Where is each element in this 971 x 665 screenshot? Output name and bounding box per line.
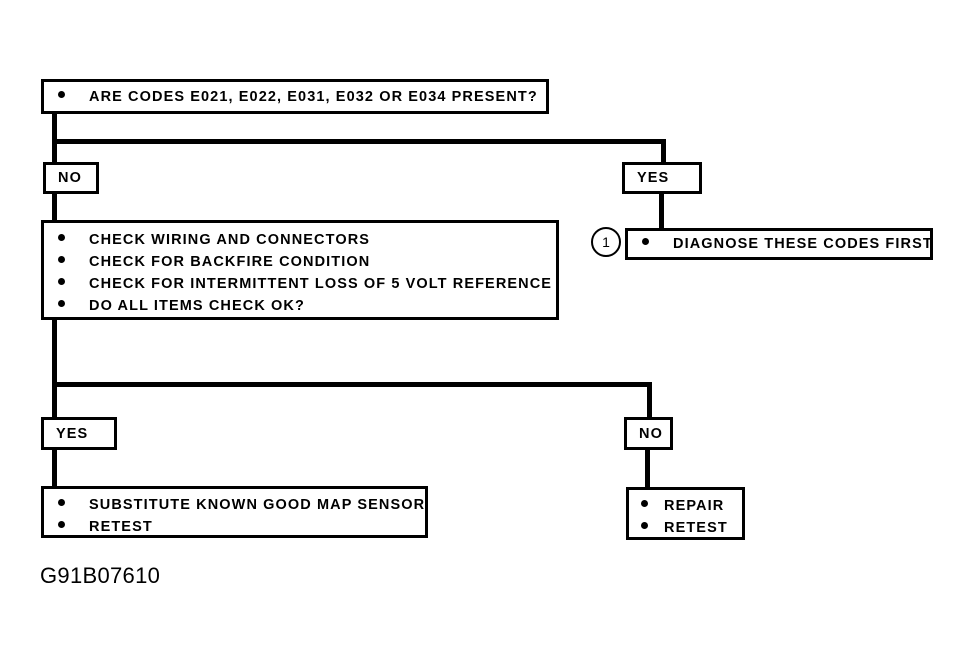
check-item-text: CHECK WIRING AND CONNECTORS (89, 232, 371, 248)
branch-label-no-question: NO (43, 162, 99, 194)
repair-text: REPAIR (664, 498, 725, 514)
diagnose-first-text: DIAGNOSE THESE CODES FIRST (673, 236, 933, 252)
bullet-dot-icon (58, 521, 65, 528)
bullet-item: DO ALL ITEMS CHECK OK? (58, 296, 556, 318)
reference-marker-text: 1 (602, 234, 610, 250)
repair-box: REPAIR RETEST (626, 487, 745, 540)
bullet-item: DIAGNOSE THESE CODES FIRST (642, 234, 933, 256)
bullet-item: CHECK FOR INTERMITTENT LOSS OF 5 VOLT RE… (58, 274, 556, 296)
bullet-dot-icon (58, 234, 65, 241)
bullet-dot-icon (58, 278, 65, 285)
connector-no-to-repair (645, 448, 650, 490)
bullet-item: CHECK WIRING AND CONNECTORS (58, 230, 556, 252)
branch-label-text: YES (56, 425, 89, 442)
bullet-item: CHECK FOR BACKFIRE CONDITION (58, 252, 556, 274)
branch-label-yes-checks: YES (41, 417, 117, 450)
bullet-dot-icon (58, 91, 65, 98)
bullet-item: RETEST (641, 518, 742, 540)
bullet-dot-icon (641, 500, 648, 507)
substitute-map-text: RETEST (89, 519, 153, 535)
reference-marker-1: 1 (591, 227, 621, 257)
substitute-map-sensor-box: SUBSTITUTE KNOWN GOOD MAP SENSOR RETEST (41, 486, 428, 538)
branch-label-text: NO (58, 170, 82, 186)
bullet-dot-icon (641, 522, 648, 529)
branch-label-yes-question: YES (622, 162, 702, 194)
substitute-map-text: SUBSTITUTE KNOWN GOOD MAP SENSOR (89, 497, 426, 513)
check-item-text: CHECK FOR INTERMITTENT LOSS OF 5 VOLT RE… (89, 276, 553, 292)
question-box: ARE CODES E021, E022, E031, E032 OR E034… (41, 79, 549, 114)
connector-yes-to-diagnose (659, 192, 664, 230)
branch-label-no-checks: NO (624, 417, 673, 450)
bullet-item: RETEST (58, 517, 425, 539)
check-item-text: CHECK FOR BACKFIRE CONDITION (89, 254, 371, 270)
connector-checks-branch-horizontal (52, 382, 652, 387)
check-item-text: DO ALL ITEMS CHECK OK? (89, 298, 305, 314)
bullet-item: REPAIR (641, 496, 742, 518)
bullet-item: ARE CODES E021, E022, E031, E032 OR E034… (58, 87, 546, 109)
connector-yes-to-substitute (52, 448, 57, 490)
connector-checks-to-no (647, 382, 652, 418)
bullet-dot-icon (58, 300, 65, 307)
bullet-dot-icon (58, 499, 65, 506)
question-text: ARE CODES E021, E022, E031, E032 OR E034… (89, 89, 538, 105)
checks-box: CHECK WIRING AND CONNECTORS CHECK FOR BA… (41, 220, 559, 320)
branch-label-text: NO (639, 425, 663, 442)
connector-question-branch-horizontal (52, 139, 666, 144)
connector-question-to-yes (661, 139, 666, 165)
repair-text: RETEST (664, 520, 728, 536)
branch-label-text: YES (637, 170, 670, 186)
diagnose-first-box: DIAGNOSE THESE CODES FIRST (625, 228, 933, 260)
connector-no-to-checks (52, 192, 57, 224)
bullet-dot-icon (642, 238, 649, 245)
connector-question-down (52, 110, 57, 166)
connector-checks-down (52, 317, 57, 425)
figure-caption: G91B07610 (40, 563, 161, 588)
bullet-dot-icon (58, 256, 65, 263)
bullet-item: SUBSTITUTE KNOWN GOOD MAP SENSOR (58, 495, 425, 517)
